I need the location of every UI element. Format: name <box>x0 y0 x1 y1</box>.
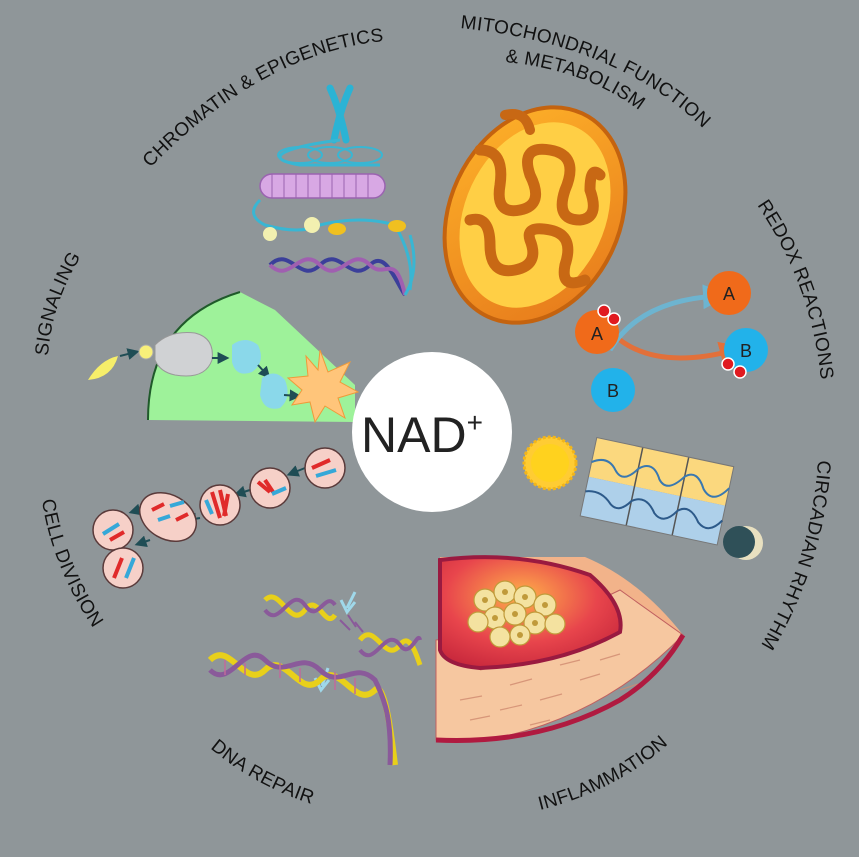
circadian-illustration <box>522 435 763 560</box>
damaged-dna <box>263 594 423 666</box>
inflammation-illustration <box>435 555 686 743</box>
ligand-icon <box>88 356 118 380</box>
cell-division-illustration <box>92 447 346 589</box>
svg-text:A: A <box>723 284 735 304</box>
repaired-dna <box>207 652 398 766</box>
label-inflammation: INFLAMMATION <box>536 732 672 815</box>
response-burst-icon <box>286 349 360 424</box>
nucleosome-fiber <box>259 173 386 199</box>
label-dna-repair: DNA REPAIR <box>207 736 317 809</box>
svg-text:B: B <box>740 341 752 361</box>
chromosome-icon <box>326 84 354 144</box>
molecule-b-oxidized: B <box>591 368 635 412</box>
dna-repair-illustration <box>207 591 423 766</box>
svg-text:A: A <box>591 324 603 344</box>
moon-icon <box>723 526 763 560</box>
label-signaling: SIGNALING <box>32 248 85 356</box>
molecule-a-reduced: A <box>575 304 621 354</box>
molecule-a-oxidized: A <box>707 271 751 315</box>
sun-icon <box>522 435 578 491</box>
nad-center: NAD+ <box>352 352 512 512</box>
coiled-fiber <box>277 146 383 164</box>
redox-illustration: A A B B <box>575 271 768 412</box>
dna-helix-chromatin <box>268 234 416 297</box>
mitochondrion-illustration <box>442 105 628 325</box>
label-circadian-rhythm: CIRCADIAN RHYTHM <box>756 460 834 654</box>
messenger-cell-1 <box>232 340 261 374</box>
cell-daughter-top <box>92 509 134 551</box>
cell-anaphase <box>139 492 197 542</box>
chromatin-illustration <box>252 84 416 297</box>
molecule-b-reduced: B <box>721 328 768 379</box>
rhythm-panels <box>579 436 735 546</box>
cell-prophase <box>249 467 291 509</box>
cell-daughter-bottom <box>102 547 144 589</box>
signaling-illustration <box>88 291 360 424</box>
svg-text:B: B <box>607 381 619 401</box>
center-title: NAD+ <box>361 407 483 463</box>
histone-beads <box>263 217 406 241</box>
label-cell-division: CELL DIVISION <box>37 497 107 631</box>
receptor-icon <box>138 332 213 377</box>
cell-metaphase <box>199 484 241 526</box>
messenger-cell-2 <box>260 373 288 409</box>
cell-interphase <box>304 447 346 489</box>
